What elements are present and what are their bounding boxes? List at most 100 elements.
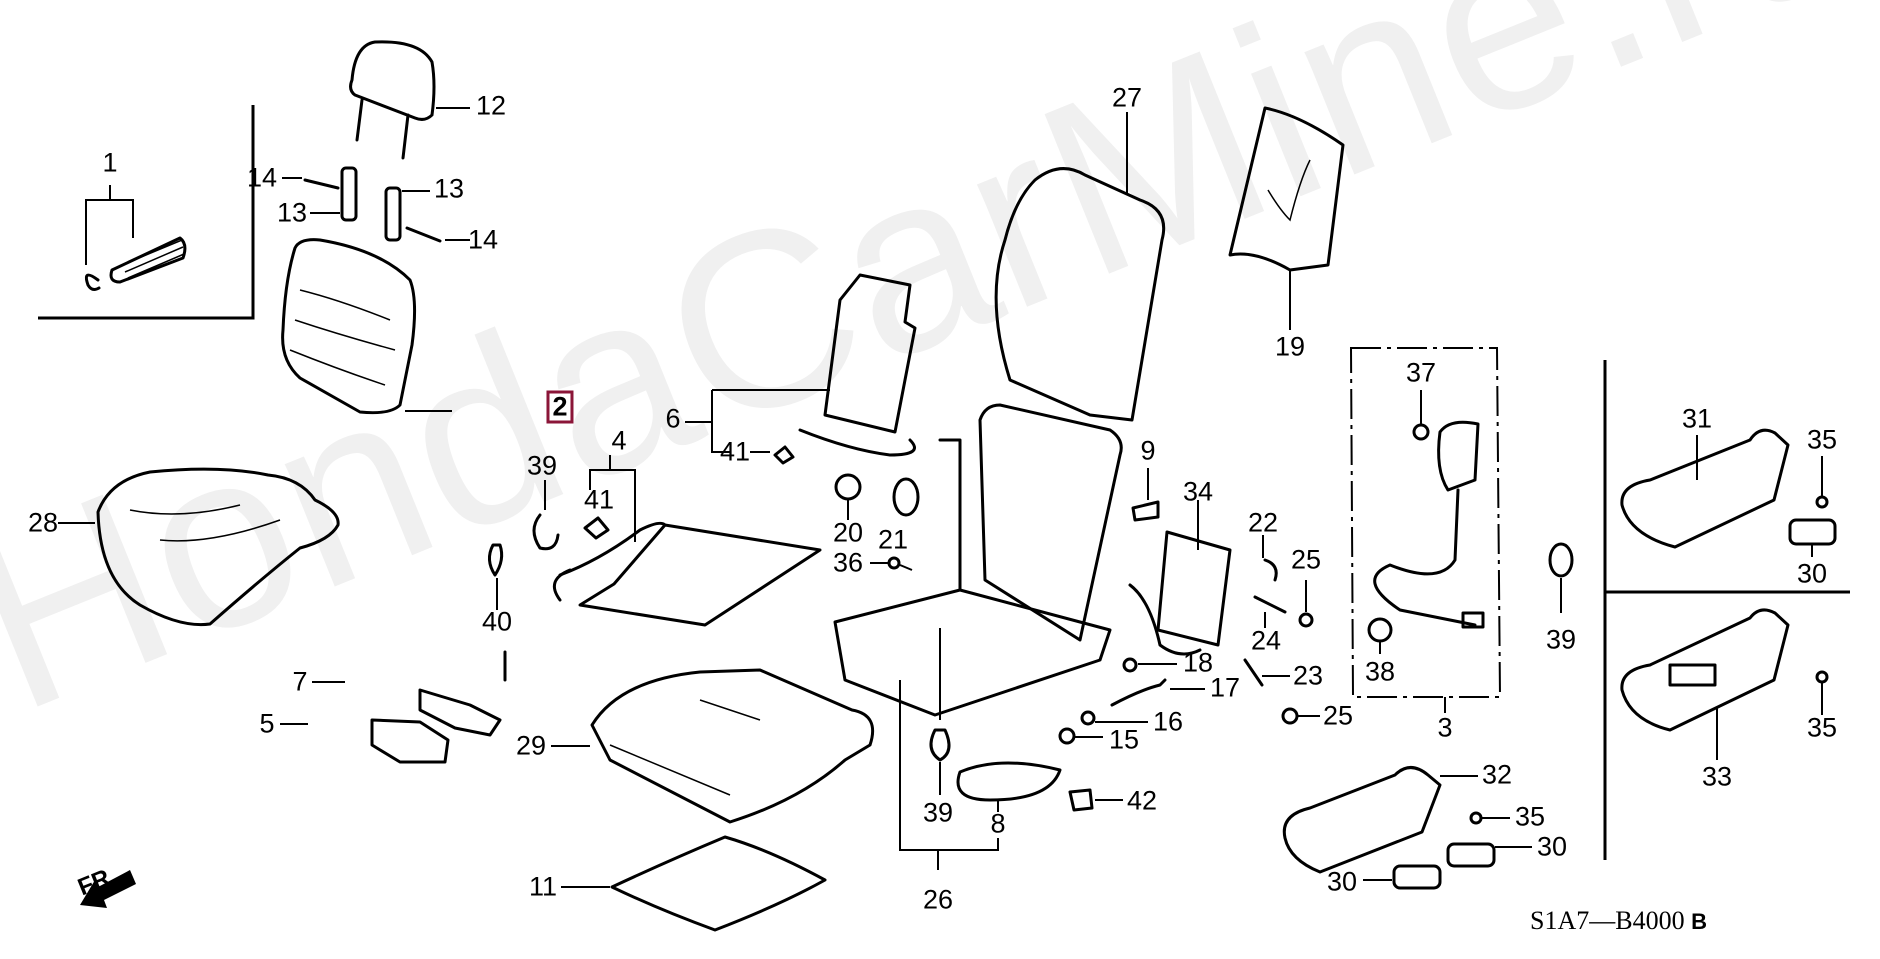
part-27-seatback-pad-icon [994,112,1166,422]
callout-14-right[interactable]: 14 [467,224,499,255]
part-25-grommet-icon [1281,580,1320,725]
callout-1[interactable]: 1 [102,147,118,178]
callout-21[interactable]: 21 [877,524,909,555]
part-33-trim-icon [1620,608,1790,760]
callout-15[interactable]: 15 [1108,724,1140,755]
callout-3[interactable]: 3 [1437,712,1453,743]
part-39-clip-b-icon [929,728,951,795]
callout-6[interactable]: 6 [665,403,681,434]
part-39-clip-c-icon [1548,542,1574,613]
callout-39-left[interactable]: 39 [526,450,558,481]
callout-22[interactable]: 22 [1247,507,1279,538]
part-15-nut-icon [1058,727,1103,745]
callout-39-center[interactable]: 39 [922,797,954,828]
diagram-code-text: S1A7—B4000 [1530,906,1685,935]
callout-8[interactable]: 8 [990,808,1006,839]
callout-2-highlighted[interactable]: 2 [546,390,574,424]
callout-9[interactable]: 9 [1140,435,1156,466]
part-31-trim-icon [1620,428,1790,549]
part-37-grommet-icon [1412,390,1430,441]
callout-20[interactable]: 20 [832,517,864,548]
part-26-seat-frame-icon [833,403,1123,870]
diagram-code-suffix: B [1691,909,1707,934]
callout-18[interactable]: 18 [1182,647,1214,678]
callout-17[interactable]: 17 [1209,672,1241,703]
part-23-spring-icon [1243,658,1290,687]
callout-35-mid[interactable]: 35 [1514,801,1546,832]
part-42-clip-icon [1068,788,1123,812]
callout-23[interactable]: 23 [1292,660,1324,691]
callout-41-upper[interactable]: 41 [719,436,751,467]
callout-40[interactable]: 40 [481,606,513,637]
section-divider [1603,360,1850,860]
callout-5[interactable]: 5 [259,708,275,739]
part-35-screw-icon [1469,456,1829,825]
callout-12[interactable]: 12 [475,90,507,121]
part-29-seat-pad-icon [551,668,875,824]
front-direction-arrow-icon [80,870,136,908]
callout-29[interactable]: 29 [515,730,547,761]
part-32-trim-icon [1282,766,1478,874]
part-14-spring-icon [282,177,470,243]
callout-28[interactable]: 28 [27,507,59,538]
callout-41-left[interactable]: 41 [583,484,615,515]
part-3-assembly-box [1349,347,1502,713]
callout-26[interactable]: 26 [922,884,954,915]
part-22-spring-icon [1262,535,1278,582]
callout-27[interactable]: 27 [1111,82,1143,113]
callout-35-lower[interactable]: 35 [1806,712,1838,743]
callout-30-mid[interactable]: 30 [1536,831,1568,862]
callout-19[interactable]: 19 [1274,331,1306,362]
callout-36[interactable]: 36 [832,547,864,578]
part-38-clip-icon [1367,617,1393,654]
callout-31[interactable]: 31 [1681,403,1713,434]
part-7-bracket-icon [312,681,502,737]
callout-25-upper[interactable]: 25 [1290,544,1322,575]
callout-38[interactable]: 38 [1364,656,1396,687]
callout-30-right[interactable]: 30 [1796,558,1828,589]
diagram-code: S1A7—B4000 B [1530,906,1707,936]
part-5-unit-icon [280,718,450,764]
callout-16[interactable]: 16 [1152,706,1184,737]
part-3-harness-icon [1373,420,1485,629]
part-12-headrest-icon [349,40,470,160]
callout-34[interactable]: 34 [1182,476,1214,507]
inset-frame [38,105,255,320]
part-24-spring-icon [1253,595,1287,628]
callout-39-right[interactable]: 39 [1545,624,1577,655]
part-39-clip-icon [532,480,560,551]
part-36-screw-icon [870,556,913,571]
callout-11[interactable]: 11 [528,871,558,902]
part-11-pad-icon [561,835,827,932]
part-8-cable-icon [956,761,1062,812]
callout-13-left[interactable]: 13 [276,197,308,228]
callout-30-left[interactable]: 30 [1326,866,1358,897]
callout-13-right[interactable]: 13 [433,173,465,204]
callout-25-lower[interactable]: 25 [1322,700,1354,731]
part-19-pad-icon [1228,106,1345,330]
part-18-clip-icon [1122,657,1177,673]
part-40-clip-icon [488,543,507,682]
part-20-motor-icon [834,473,862,520]
part-16-clip-icon [1080,710,1148,726]
callout-42[interactable]: 42 [1126,785,1158,816]
part-21-gear-icon [892,477,920,517]
part-41-clip-icon [583,445,795,540]
callout-32[interactable]: 32 [1481,759,1513,790]
callout-14-left[interactable]: 14 [246,162,278,193]
part-9-cover-icon [1131,468,1160,522]
part-13-guide-icon [310,166,430,242]
part-34-panel-icon [1128,500,1232,656]
part-6-heater-icon [685,273,917,457]
callout-4[interactable]: 4 [611,425,627,456]
callout-35-upper[interactable]: 35 [1806,424,1838,455]
callout-24[interactable]: 24 [1250,625,1282,656]
part-28-seat-cover-icon [58,467,340,627]
part-17-rod-icon [1110,678,1205,707]
callout-33[interactable]: 33 [1701,761,1733,792]
part-1-clip-icon [84,185,187,291]
callout-7[interactable]: 7 [292,666,308,697]
callout-37[interactable]: 37 [1405,357,1437,388]
